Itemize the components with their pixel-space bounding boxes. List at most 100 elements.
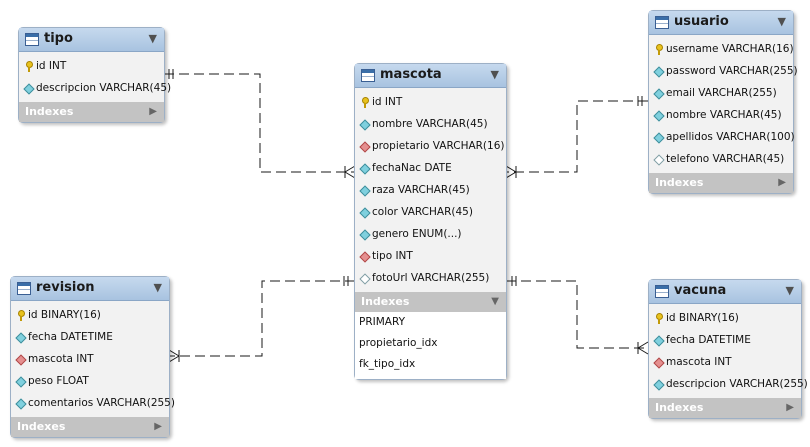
one-marker-usuario xyxy=(637,96,643,106)
indexes-section-header[interactable]: Indexes ▼ xyxy=(355,292,506,312)
column-list: id BINARY(16) fecha DATETIME mascota INT… xyxy=(11,301,175,415)
many-marker-vacuna xyxy=(637,341,649,355)
column-row[interactable]: descripcion VARCHAR(255) xyxy=(649,374,808,396)
primary-key-icon xyxy=(361,97,369,108)
expand-arrow-icon[interactable]: ▶ xyxy=(149,106,157,117)
not-null-column-icon xyxy=(360,208,369,217)
table-icon xyxy=(361,69,375,82)
many-marker-revision xyxy=(168,349,180,363)
column-row[interactable]: propietario VARCHAR(16) xyxy=(355,136,506,158)
primary-key-icon xyxy=(25,61,33,72)
column-row[interactable]: comentarios VARCHAR(255) xyxy=(11,393,175,415)
primary-key-icon xyxy=(655,313,663,324)
collapse-arrow-icon[interactable]: ▼ xyxy=(785,284,794,297)
column-row[interactable]: fechaNac DATE xyxy=(355,158,506,180)
relationship-mascota-revision xyxy=(169,280,355,357)
relationship-usuario-mascota xyxy=(506,100,648,173)
not-null-column-icon xyxy=(654,380,663,389)
table-icon xyxy=(17,282,31,295)
indexes-section-header[interactable]: Indexes ▶ xyxy=(649,398,801,418)
not-null-column-icon xyxy=(654,67,663,76)
index-item[interactable]: fk_tipo_idx xyxy=(355,354,506,375)
column-row[interactable]: id BINARY(16) xyxy=(11,305,169,327)
column-row[interactable]: password VARCHAR(255) xyxy=(649,61,798,83)
expand-arrow-icon[interactable]: ▶ xyxy=(778,177,786,188)
table-header[interactable]: usuario ▼ xyxy=(649,11,793,35)
column-row[interactable]: fecha DATETIME xyxy=(11,327,169,349)
column-row[interactable]: fecha DATETIME xyxy=(649,330,801,352)
not-null-column-icon xyxy=(16,377,25,386)
one-marker-mascota-left xyxy=(343,276,349,286)
table-name: usuario xyxy=(674,14,729,29)
column-row[interactable]: id INT xyxy=(19,56,164,78)
column-row[interactable]: raza VARCHAR(45) xyxy=(355,180,506,202)
not-null-column-icon xyxy=(654,133,663,142)
column-row[interactable]: peso FLOAT xyxy=(11,371,169,393)
column-row[interactable]: tipo INT xyxy=(355,246,506,268)
column-row[interactable]: nombre VARCHAR(45) xyxy=(649,105,793,127)
column-list: username VARCHAR(16) password VARCHAR(25… xyxy=(649,35,798,171)
table-icon xyxy=(655,285,669,298)
relationship-mascota-vacuna xyxy=(506,280,648,349)
table-header[interactable]: vacuna ▼ xyxy=(649,280,801,304)
nullable-column-icon xyxy=(360,274,369,283)
one-marker-mascota-right xyxy=(511,276,517,286)
column-row[interactable]: telefono VARCHAR(45) xyxy=(649,149,793,171)
expand-arrow-icon[interactable]: ▶ xyxy=(154,421,162,432)
table-tipo[interactable]: tipo ▼ id INT descripcion VARCHAR(45) In… xyxy=(18,27,171,123)
column-row[interactable]: genero ENUM(...) xyxy=(355,224,506,246)
column-list: id BINARY(16) fecha DATETIME mascota INT… xyxy=(649,304,808,396)
table-header[interactable]: revision ▼ xyxy=(11,277,169,301)
table-header[interactable]: tipo ▼ xyxy=(19,28,164,52)
table-name: mascota xyxy=(380,67,442,82)
table-name: tipo xyxy=(44,31,73,46)
column-row[interactable]: apellidos VARCHAR(100) xyxy=(649,127,795,149)
column-row[interactable]: mascota INT xyxy=(11,349,169,371)
collapse-arrow-icon[interactable]: ▼ xyxy=(491,296,499,307)
column-row[interactable]: email VARCHAR(255) xyxy=(649,83,793,105)
index-item[interactable]: propietario_idx xyxy=(355,333,506,354)
collapse-arrow-icon[interactable]: ▼ xyxy=(490,68,499,81)
table-usuario[interactable]: usuario ▼ username VARCHAR(16) password … xyxy=(648,10,798,194)
many-marker-mascota-right xyxy=(505,165,517,179)
column-list: id INT nombre VARCHAR(45) propietario VA… xyxy=(355,88,506,290)
collapse-arrow-icon[interactable]: ▼ xyxy=(153,281,162,294)
table-name: vacuna xyxy=(674,283,727,298)
foreign-key-icon xyxy=(654,358,663,367)
column-row[interactable]: id BINARY(16) xyxy=(649,308,801,330)
column-row[interactable]: fotoUrl VARCHAR(255) xyxy=(355,268,506,290)
indexes-section-header[interactable]: Indexes ▶ xyxy=(649,173,793,193)
column-row[interactable]: id INT xyxy=(355,92,506,114)
collapse-arrow-icon[interactable]: ▼ xyxy=(777,15,786,28)
not-null-column-icon xyxy=(360,230,369,239)
foreign-key-icon xyxy=(360,142,369,151)
not-null-column-icon xyxy=(360,120,369,129)
column-row[interactable]: descripcion VARCHAR(45) xyxy=(19,78,171,100)
index-item[interactable]: PRIMARY xyxy=(355,312,506,333)
collapse-arrow-icon[interactable]: ▼ xyxy=(148,32,157,45)
column-row[interactable]: color VARCHAR(45) xyxy=(355,202,506,224)
not-null-column-icon xyxy=(16,333,25,342)
nullable-column-icon xyxy=(654,155,663,164)
column-row[interactable]: nombre VARCHAR(45) xyxy=(355,114,506,136)
table-revision[interactable]: revision ▼ id BINARY(16) fecha DATETIME … xyxy=(10,276,175,438)
indexes-section-header[interactable]: Indexes ▶ xyxy=(11,417,169,437)
table-icon xyxy=(655,16,669,29)
not-null-column-icon xyxy=(24,84,33,93)
table-icon xyxy=(25,33,39,46)
not-null-column-icon xyxy=(360,164,369,173)
many-marker-mascota-left xyxy=(344,165,356,179)
not-null-column-icon xyxy=(654,89,663,98)
table-header[interactable]: mascota ▼ xyxy=(355,64,506,88)
foreign-key-icon xyxy=(16,355,25,364)
column-row[interactable]: username VARCHAR(16) xyxy=(649,39,794,61)
indexes-section-header[interactable]: Indexes ▶ xyxy=(19,102,164,122)
expand-arrow-icon[interactable]: ▶ xyxy=(786,402,794,413)
table-vacuna[interactable]: vacuna ▼ id BINARY(16) fecha DATETIME ma… xyxy=(648,279,808,419)
not-null-column-icon xyxy=(654,111,663,120)
not-null-column-icon xyxy=(360,186,369,195)
table-mascota[interactable]: mascota ▼ id INT nombre VARCHAR(45) prop… xyxy=(354,63,507,380)
not-null-column-icon xyxy=(654,336,663,345)
column-row[interactable]: mascota INT xyxy=(649,352,801,374)
primary-key-icon xyxy=(17,310,25,321)
